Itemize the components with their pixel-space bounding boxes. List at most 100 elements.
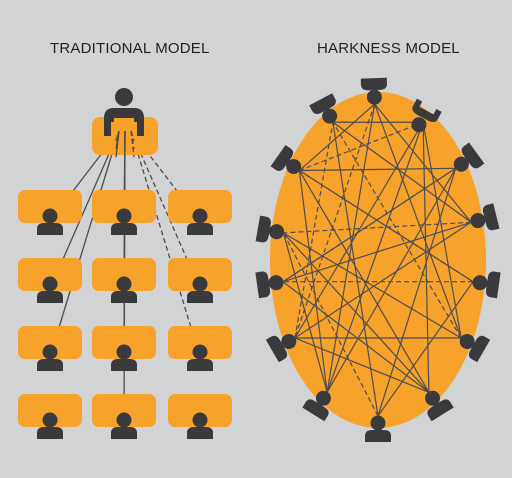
harkness-model-group xyxy=(255,77,501,442)
person-body xyxy=(111,359,137,371)
desk xyxy=(18,190,82,223)
student-desk-2-2 xyxy=(92,258,156,303)
teacher-student-line xyxy=(130,130,201,358)
student-desk-1-1 xyxy=(18,190,82,235)
person-head xyxy=(269,224,285,240)
person-body xyxy=(111,223,137,235)
person-head xyxy=(192,412,208,428)
student xyxy=(37,412,63,439)
student-desk-3-1 xyxy=(18,326,82,371)
desk xyxy=(92,190,156,223)
person-head xyxy=(366,89,382,105)
discussion-line xyxy=(332,121,462,339)
participant-3 xyxy=(453,142,485,172)
participant-6 xyxy=(459,334,491,363)
teacher-student-line xyxy=(49,130,120,358)
discussion-line xyxy=(283,232,430,393)
person-head xyxy=(42,208,58,224)
participant-8 xyxy=(365,415,391,442)
student xyxy=(187,412,213,439)
traditional-model-group xyxy=(18,88,232,439)
participant-10 xyxy=(265,334,297,363)
harkness-teacher xyxy=(411,98,442,133)
desk xyxy=(18,394,82,427)
person-body xyxy=(187,359,213,371)
participant-9 xyxy=(302,390,331,422)
discussion-line xyxy=(282,232,328,393)
student-desk-4-2 xyxy=(92,394,156,439)
discussion-line xyxy=(283,221,472,234)
person-body xyxy=(485,271,501,299)
teacher-book xyxy=(114,118,134,128)
desk xyxy=(18,258,82,291)
discussion-line xyxy=(294,337,430,393)
person-body xyxy=(468,335,491,363)
person-body xyxy=(37,291,63,303)
student-desk-2-1 xyxy=(18,258,82,303)
person-head xyxy=(116,276,132,292)
discussion-line xyxy=(299,170,474,283)
participant-14 xyxy=(309,93,338,124)
person-body xyxy=(365,430,391,442)
person-body xyxy=(427,399,454,422)
discussion-line xyxy=(294,122,334,339)
discussion-line xyxy=(326,122,424,393)
teacher-head xyxy=(115,88,133,106)
student-desk-3-3 xyxy=(168,326,232,371)
student-desk-3-2 xyxy=(92,326,156,371)
traditional-model-title: TRADITIONAL MODEL xyxy=(50,40,210,57)
student xyxy=(37,276,63,303)
person-head xyxy=(42,412,58,428)
discussion-line xyxy=(282,221,472,283)
person-body xyxy=(187,427,213,439)
student-desk-2-3 xyxy=(168,258,232,303)
discussion-line xyxy=(283,232,462,339)
teacher-line-start xyxy=(115,130,120,158)
discussion-line xyxy=(282,167,456,283)
person-body xyxy=(111,427,137,439)
discussion-line xyxy=(422,122,430,393)
discussion-line xyxy=(332,122,379,417)
discussion-line xyxy=(422,122,462,339)
desk xyxy=(92,326,156,359)
student xyxy=(111,344,137,371)
student-desk-1-3 xyxy=(168,190,232,235)
desk xyxy=(18,326,82,359)
discussion-line xyxy=(326,168,457,393)
student xyxy=(187,344,213,371)
discussion-line xyxy=(282,281,430,393)
discussion-line xyxy=(298,170,430,393)
discussion-line xyxy=(294,221,472,339)
discussion-line xyxy=(374,103,472,223)
student xyxy=(187,276,213,303)
person-head xyxy=(370,415,386,431)
person-body xyxy=(37,223,63,235)
discussion-line xyxy=(377,281,474,417)
desk xyxy=(168,190,232,223)
student xyxy=(111,208,137,235)
person-body xyxy=(111,291,137,303)
person-head xyxy=(42,276,58,292)
person-head xyxy=(286,159,302,175)
discussion-line xyxy=(326,103,376,393)
person-body xyxy=(461,142,485,169)
person-head xyxy=(192,344,208,360)
person-head xyxy=(42,344,58,360)
person-head xyxy=(281,334,297,349)
teacher-line-start xyxy=(130,130,135,158)
discussion-line xyxy=(298,170,328,393)
person-head xyxy=(472,275,488,291)
student xyxy=(111,412,137,439)
discussion-line xyxy=(282,232,379,417)
person-head xyxy=(453,156,469,172)
person-body xyxy=(482,203,500,231)
teacher-figure xyxy=(104,88,144,166)
desk xyxy=(92,258,156,291)
person-head xyxy=(116,344,132,360)
participant-4 xyxy=(470,203,500,231)
participant-1 xyxy=(360,77,387,105)
teacher-head xyxy=(411,117,427,133)
student-desk-4-3 xyxy=(168,394,232,439)
discussion-line xyxy=(332,121,472,223)
